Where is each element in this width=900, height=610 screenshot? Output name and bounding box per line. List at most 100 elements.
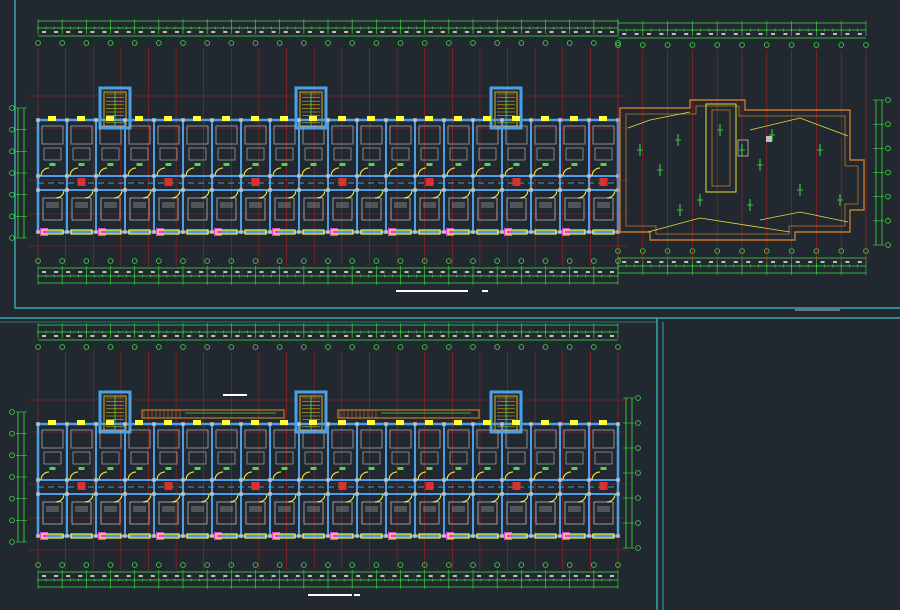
column-square-icon xyxy=(210,492,214,496)
left-side-bubble xyxy=(9,539,15,545)
bed-outline xyxy=(361,501,382,525)
kitchen-counter xyxy=(186,125,209,145)
north-window xyxy=(135,420,143,425)
pillow xyxy=(46,202,59,208)
drawing-title-bar-end xyxy=(482,290,488,292)
roof-ridge xyxy=(749,117,849,137)
right-side-bubble xyxy=(635,445,641,451)
door-arc-icon xyxy=(301,471,311,481)
pillow xyxy=(104,202,117,208)
bottom-grid-bubble xyxy=(349,562,355,568)
balcony-rail xyxy=(41,229,64,235)
column-square-icon xyxy=(152,188,156,192)
bed-outline xyxy=(187,501,208,525)
top-dim-text xyxy=(428,31,433,33)
top-grid-bubble xyxy=(107,40,114,46)
roof-top-dim-text xyxy=(634,33,639,35)
bed-outline xyxy=(361,197,382,221)
bed-outline xyxy=(303,197,324,221)
bath-fixture xyxy=(362,147,381,161)
north-window xyxy=(483,116,491,121)
door-arc-icon xyxy=(69,471,79,481)
bed-outline xyxy=(419,197,440,221)
plan-lower-floor xyxy=(9,323,641,596)
bath-fixture xyxy=(565,451,584,465)
top-dim-text xyxy=(525,335,530,337)
window-marker xyxy=(446,532,454,540)
bottom-dim-text xyxy=(452,271,457,273)
bottom-dim-text xyxy=(174,271,179,273)
north-window xyxy=(222,116,230,121)
bottom-grid-bubble xyxy=(518,562,525,568)
left-side-bubble xyxy=(9,452,15,459)
bottom-dim-text xyxy=(42,575,47,577)
bottom-dim-text xyxy=(187,271,192,273)
column-square-icon xyxy=(239,478,243,482)
roof-right-side-bubble xyxy=(885,193,891,200)
fixture-marker xyxy=(49,163,56,166)
bottom-dim-text xyxy=(90,575,95,577)
top-dim-text xyxy=(54,31,59,33)
top-grid-bubble xyxy=(59,344,65,350)
bottom-dim-text xyxy=(54,271,59,273)
column-square-icon xyxy=(384,230,388,234)
door-arc-icon xyxy=(533,471,543,481)
bed-outline xyxy=(303,501,324,525)
bed-outline xyxy=(448,501,469,525)
fixture-marker xyxy=(107,163,114,166)
top-dim-text xyxy=(597,335,602,337)
column-square-icon xyxy=(355,230,359,234)
north-window xyxy=(222,420,230,425)
bed-outline xyxy=(506,197,527,221)
top-grid-bubble xyxy=(397,344,404,350)
north-window xyxy=(251,116,259,121)
roof-top-dim-text xyxy=(721,33,726,35)
top-dim-text xyxy=(114,335,119,337)
column-square-icon xyxy=(152,118,156,122)
column-square-icon xyxy=(529,188,533,192)
column-square-icon xyxy=(326,492,330,496)
pillow xyxy=(365,202,378,208)
column-square-icon xyxy=(471,492,475,496)
top-dim-text xyxy=(283,31,288,33)
bottom-grid-bubble xyxy=(131,562,138,568)
door-arc-icon xyxy=(330,167,340,177)
fixture-marker xyxy=(136,467,143,470)
pillow xyxy=(75,506,88,512)
fixture-marker xyxy=(310,467,317,470)
door-arc-icon xyxy=(345,493,355,503)
north-window xyxy=(280,116,288,121)
column-square-icon xyxy=(500,422,504,426)
bath-fixture xyxy=(43,451,62,465)
bath-fixture xyxy=(246,147,265,161)
bottom-dim-text xyxy=(247,271,252,273)
bottom-dim-text xyxy=(126,575,131,577)
bottom-dim-text xyxy=(537,575,542,577)
bottom-dim-text xyxy=(537,271,542,273)
top-dim-text xyxy=(211,335,216,337)
fixture-marker xyxy=(281,163,288,166)
top-grid-bubble xyxy=(252,40,259,46)
column-square-icon xyxy=(471,422,475,426)
column-square-icon xyxy=(239,492,243,496)
kitchen-counter xyxy=(563,125,586,145)
kitchen-counter xyxy=(331,125,354,145)
kitchen-counter xyxy=(244,125,267,145)
bottom-dim-text xyxy=(138,271,143,273)
top-grid-bubble xyxy=(35,344,41,350)
column-square-icon xyxy=(442,230,446,234)
north-window xyxy=(338,116,346,121)
column-square-icon xyxy=(558,422,562,426)
kitchen-counter xyxy=(418,125,441,145)
bottom-grid-bubble xyxy=(494,562,500,568)
pillow xyxy=(510,202,523,208)
fixture-marker xyxy=(513,163,520,166)
top-grid-bubble xyxy=(204,40,210,46)
column-square-icon xyxy=(442,188,446,192)
fixture-marker xyxy=(165,467,172,470)
column-square-icon xyxy=(471,174,475,178)
bottom-dim-text xyxy=(404,575,409,577)
bath-fixture xyxy=(188,451,207,465)
bath-fixture xyxy=(130,451,149,465)
